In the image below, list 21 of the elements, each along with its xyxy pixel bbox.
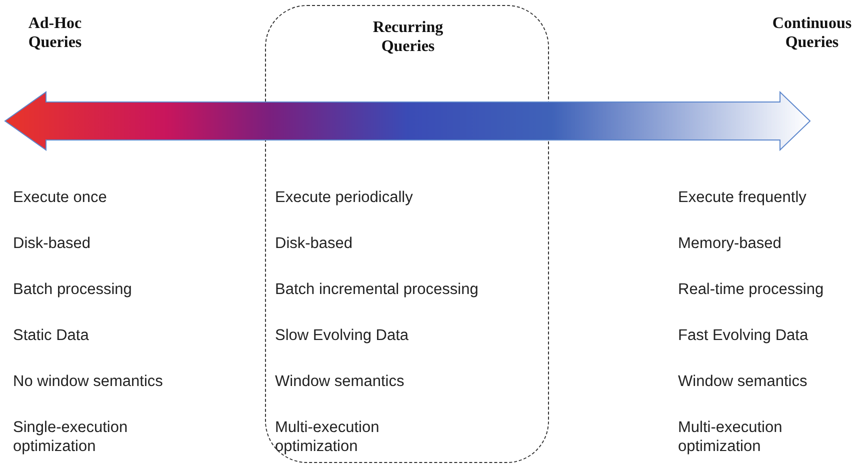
property-text: Execute frequently xyxy=(678,188,806,207)
property-text: Disk-based xyxy=(275,234,353,253)
property-text: Multi-execution optimization xyxy=(678,418,784,456)
property-text: Window semantics xyxy=(275,372,404,391)
property-text: No window semantics xyxy=(13,372,163,391)
property-text: Execute once xyxy=(13,188,107,207)
property-text: Real-time processing xyxy=(678,280,824,299)
property-text: Fast Evolving Data xyxy=(678,326,808,345)
property-text: Batch processing xyxy=(13,280,132,299)
property-text: Window semantics xyxy=(678,372,808,391)
property-text: Disk-based xyxy=(13,234,91,253)
column-heading: Ad-Hoc Queries xyxy=(27,14,83,52)
column-heading: Continuous Queries xyxy=(771,14,853,52)
property-text: Multi-execution optimization xyxy=(275,418,380,456)
property-text: Execute periodically xyxy=(275,188,413,207)
property-text: Memory-based xyxy=(678,234,782,253)
property-text: Slow Evolving Data xyxy=(275,326,409,345)
property-text: Batch incremental processing xyxy=(275,280,478,299)
property-text: Single-execution optimization xyxy=(13,418,129,456)
property-text: Static Data xyxy=(13,326,89,345)
column-heading: Recurring Queries xyxy=(372,18,444,56)
